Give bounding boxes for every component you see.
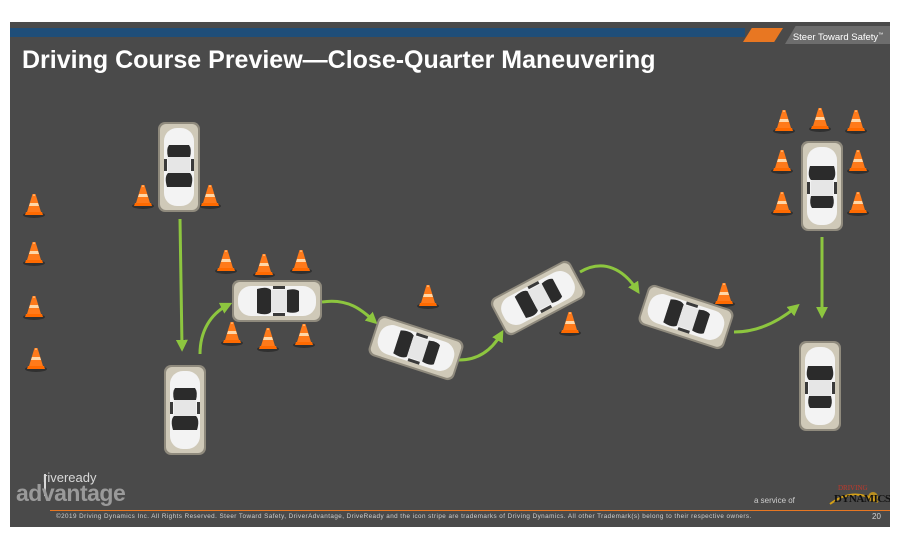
traffic-cone-icon (771, 150, 793, 174)
logo-line2: advantage (16, 480, 126, 506)
traffic-cone-icon (809, 108, 831, 132)
traffic-cone-icon (23, 242, 45, 266)
car-icon (799, 341, 841, 431)
trademark-mark: ™ (878, 32, 884, 38)
traffic-cone-icon (253, 254, 275, 278)
car-icon (801, 141, 843, 231)
logo-stripe (44, 474, 46, 496)
arrow-icon (198, 302, 233, 355)
arrow-icon (321, 299, 378, 325)
traffic-cone-icon (771, 192, 793, 216)
brand-bottom: DYNAMICS (834, 493, 890, 505)
brand-emblem-icon (829, 492, 879, 505)
traffic-cone-icon (713, 283, 735, 307)
traffic-cone-icon (847, 192, 869, 216)
car-icon (232, 280, 322, 322)
traffic-cone-icon (847, 150, 869, 174)
traffic-cone-icon (215, 250, 237, 274)
arrow-icon (175, 218, 188, 352)
slide: Steer Toward Safety™ Driving Course Prev… (10, 22, 890, 527)
car-icon (164, 365, 206, 455)
footer-divider (50, 510, 890, 511)
traffic-cone-icon (293, 324, 315, 348)
traffic-cone-icon (257, 328, 279, 352)
course-diagram (23, 108, 869, 455)
traffic-cone-icon (221, 322, 243, 346)
tagline-tab: Steer Toward Safety™ (785, 26, 890, 44)
logo-line1: riveready (43, 470, 97, 485)
cars (158, 122, 843, 455)
arrow-icon (579, 264, 640, 295)
page-title: Driving Course Preview—Close-Quarter Man… (22, 46, 656, 74)
top-accent-bar (10, 28, 890, 37)
traffic-cone-icon (199, 185, 221, 209)
traffic-cone-icon (845, 110, 867, 134)
blue-stripe (10, 28, 745, 37)
page-number: 20 (872, 512, 881, 521)
car-icon (158, 122, 200, 212)
traffic-cone-icon (773, 110, 795, 134)
car-icon (366, 314, 466, 382)
traffic-cone-icon (417, 285, 439, 309)
traffic-cone-icon (23, 194, 45, 218)
arrow-icon (733, 303, 800, 334)
traffic-cone-icon (132, 185, 154, 209)
driving-dynamics-logo: DRIVING DYNAMICS (826, 484, 890, 508)
brand-top: DRIVING (838, 484, 868, 492)
copyright-text: ©2019 Driving Dynamics Inc. All Rights R… (56, 513, 752, 520)
traffic-cone-icon (559, 312, 581, 336)
traffic-cone-icon (25, 348, 47, 372)
path-arrows (175, 218, 828, 362)
traffic-cone-icon (290, 250, 312, 274)
arrow-icon (458, 329, 504, 362)
service-label: a service of (754, 496, 795, 505)
tagline-text: Steer Toward Safety (792, 32, 879, 44)
driveready-advantage-logo: riveready advantage (16, 470, 146, 510)
traffic-cone-icon (23, 296, 45, 320)
orange-stripe (743, 28, 783, 42)
